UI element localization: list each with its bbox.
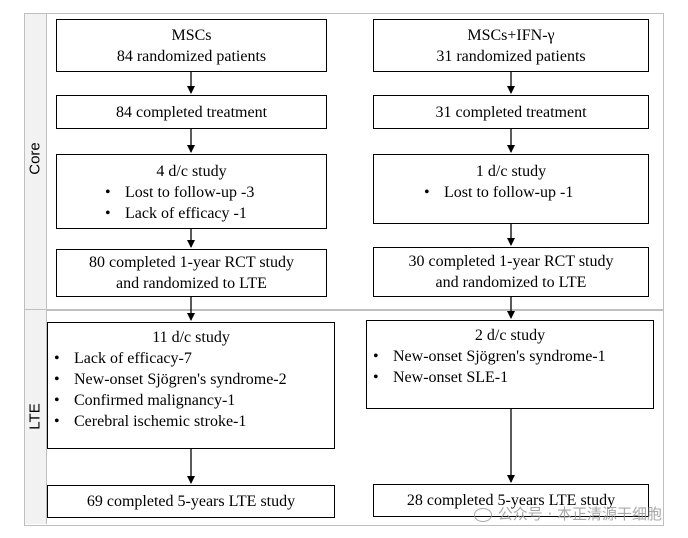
left-lte-discontinued-box: 11 d/c study Lack of efficacy-7 New-onse…: [47, 322, 335, 449]
list-item: New-onset SLE-1: [367, 367, 653, 388]
left-lte-dc-list: Lack of efficacy-7 New-onset Sjögren's s…: [48, 348, 334, 432]
lte-section-frame: [24, 309, 664, 526]
left-lte-completed-box: 69 completed 5-years LTE study: [47, 485, 335, 518]
right-lte-completed-box: 28 completed 5-years LTE study: [373, 484, 649, 517]
left-lte-completed: 69 completed 5-years LTE study: [86, 493, 296, 510]
right-completed-treatment-box: 31 completed treatment: [373, 95, 649, 129]
right-group-name: MSCs+IFN-γ: [467, 26, 555, 44]
list-item: Lack of efficacy -1: [99, 203, 326, 224]
left-rct-line2: and randomized to LTE: [116, 275, 267, 292]
list-item: Lost to follow-up -1: [418, 182, 648, 203]
right-completed-treatment: 31 completed treatment: [435, 103, 587, 121]
right-rct-line1: 30 completed 1-year RCT study: [408, 253, 614, 270]
lte-side-column: [25, 310, 47, 524]
core-side-column: [25, 14, 47, 309]
wechat-icon: [473, 507, 492, 522]
left-completed-treatment-box: 84 completed treatment: [56, 95, 327, 129]
left-core-dc-title: 4 d/c study: [156, 163, 227, 180]
left-randomized-count: 84 randomized patients: [116, 47, 267, 65]
core-section-frame: [24, 13, 664, 311]
list-item: Cerebral ischemic stroke-1: [48, 411, 334, 432]
right-lte-dc-list: New-onset Sjögren's syndrome-1 New-onset…: [367, 346, 653, 388]
list-item: Confirmed malignancy-1: [48, 390, 334, 411]
left-randomized-box: MSCs 84 randomized patients: [56, 19, 327, 72]
left-rct-box: 80 completed 1-year RCT study and random…: [56, 249, 327, 297]
list-item: New-onset Sjögren's syndrome-2: [48, 369, 334, 390]
right-rct-line2: and randomized to LTE: [435, 274, 587, 291]
list-item: New-onset Sjögren's syndrome-1: [367, 346, 653, 367]
left-core-discontinued-box: 4 d/c study Lost to follow-up -3 Lack of…: [56, 154, 327, 229]
left-completed-treatment: 84 completed treatment: [115, 103, 268, 121]
list-item: Lost to follow-up -3: [99, 182, 326, 203]
list-item: Lack of efficacy-7: [48, 348, 334, 369]
left-core-dc-list: Lost to follow-up -3 Lack of efficacy -1: [99, 182, 326, 224]
right-lte-discontinued-box: 2 d/c study New-onset Sjögren's syndrome…: [366, 320, 654, 409]
right-core-dc-title: 1 d/c study: [475, 163, 547, 180]
right-randomized-box: MSCs+IFN-γ 31 randomized patients: [373, 19, 649, 72]
right-core-dc-list: Lost to follow-up -1: [418, 182, 648, 203]
watermark-text: 公众号 · 本正清源干细胞: [497, 505, 662, 523]
watermark: 公众号 · 本正清源干细胞: [473, 503, 662, 524]
left-group-name: MSCs: [171, 26, 212, 44]
right-lte-completed: 28 completed 5-years LTE study: [406, 492, 616, 509]
right-randomized-count: 31 randomized patients: [436, 47, 586, 65]
left-rct-line1: 80 completed 1-year RCT study: [89, 254, 294, 271]
right-rct-box: 30 completed 1-year RCT study and random…: [373, 247, 649, 297]
right-lte-dc-title: 2 d/c study: [474, 327, 546, 344]
right-core-discontinued-box: 1 d/c study Lost to follow-up -1: [373, 154, 649, 224]
left-lte-dc-title: 11 d/c study: [152, 329, 230, 346]
